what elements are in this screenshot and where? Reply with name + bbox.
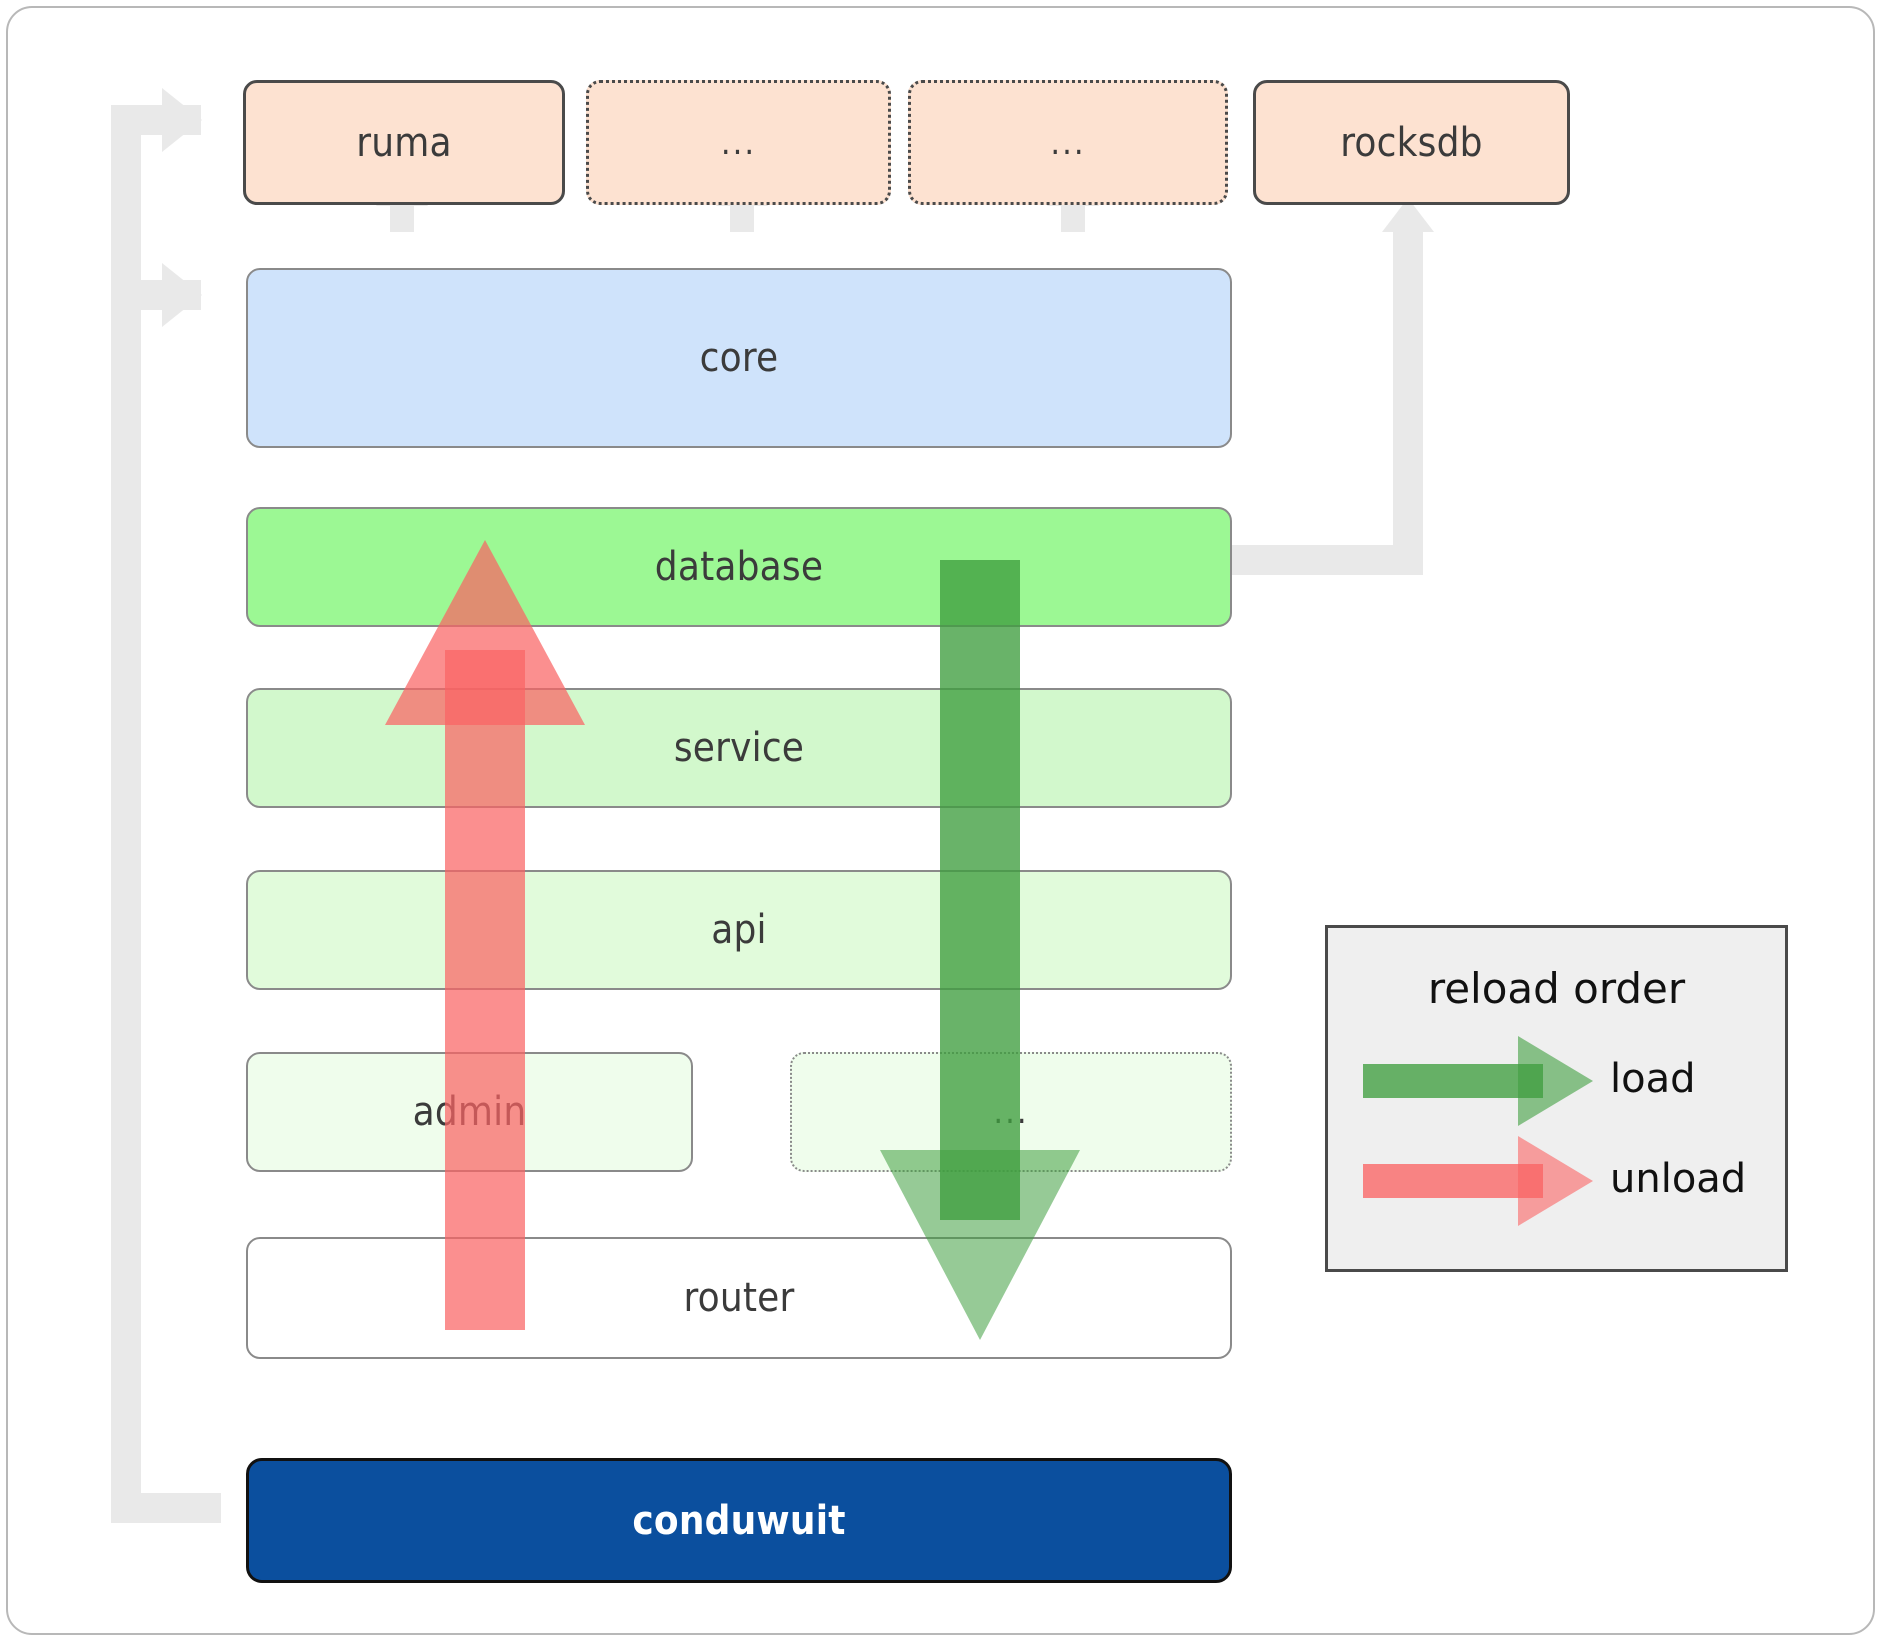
node-ruma[interactable]: ruma [243,80,565,205]
node-conduwuit[interactable]: conduwuit [246,1458,1232,1583]
node-dots-top-1[interactable]: ... [586,80,891,205]
node-database-label: database [654,544,824,590]
connector-spine-vertical [111,105,141,1523]
legend-title: reload order [1427,964,1686,1013]
connector-arrowhead-ruma [162,88,202,152]
node-dots-top-2[interactable]: ... [908,80,1228,205]
node-rocksdb-label: rocksdb [1340,119,1483,166]
node-dots-top-1-label: ... [720,122,757,163]
connector-db-to-rocksdb-vertical [1393,228,1423,575]
legend-unload-label: unload [1610,1156,1747,1202]
node-ruma-label: ruma [356,119,452,166]
node-router-label: router [683,1275,795,1321]
connector-arrowhead-core [162,263,202,327]
legend-load-arrow-icon [1363,1036,1593,1130]
node-core[interactable]: core [246,268,1232,448]
node-conduwuit-label: conduwuit [632,1497,846,1544]
legend-load-label: load [1610,1056,1696,1102]
legend-row-load: load [1328,928,1785,1269]
node-rocksdb[interactable]: rocksdb [1253,80,1570,205]
legend-unload-arrow-icon [1363,1136,1593,1230]
node-core-label: core [699,335,779,381]
node-api[interactable]: api [246,870,1232,990]
load-arrow [880,560,1080,1340]
legend-panel: reload order load unload [1325,925,1788,1272]
connector-db-to-rocksdb-horizontal [1215,545,1408,575]
node-router[interactable]: router [246,1237,1232,1359]
unload-arrow [385,540,585,1330]
node-database[interactable]: database [246,507,1232,627]
node-api-label: api [711,907,767,953]
node-service-label: service [673,725,805,771]
connector-spine-to-conduwuit [111,1493,221,1523]
node-dots-top-2-label: ... [1050,122,1086,163]
legend-row-unload: unload [1328,928,1785,1269]
